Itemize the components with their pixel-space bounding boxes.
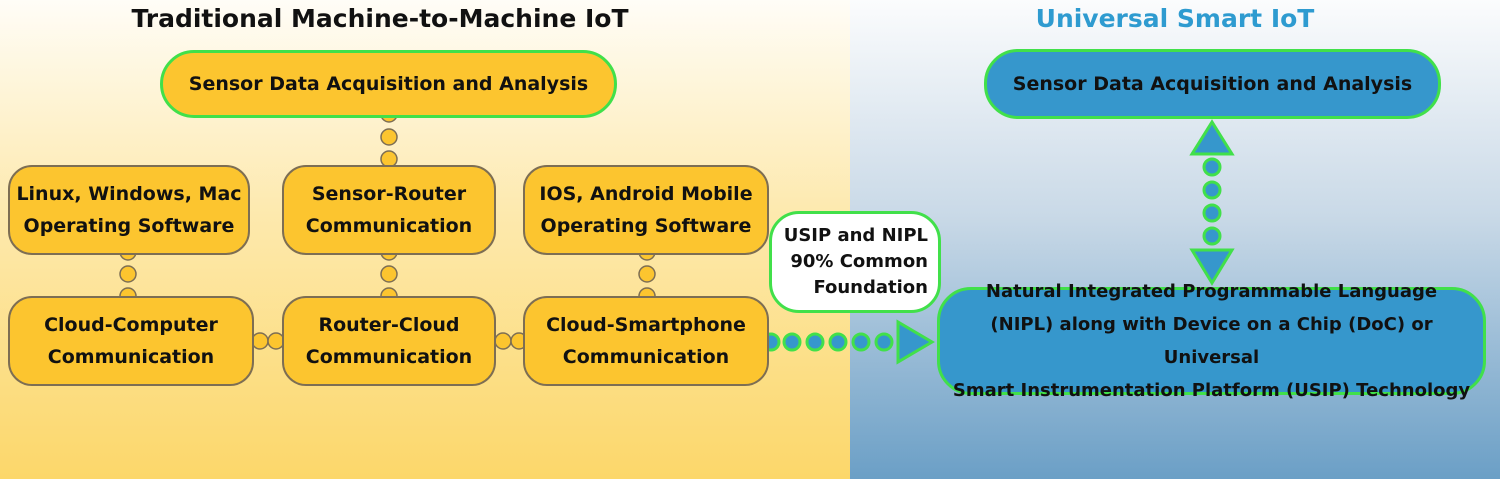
- nipl-usip-box: Natural Integrated Programmable Language…: [937, 281, 1486, 401]
- bridge-dot: [851, 332, 871, 352]
- universal-iot-title: Universal Smart IoT: [1035, 4, 1315, 33]
- vertical-dot: [1202, 180, 1222, 200]
- connector-dot: [380, 265, 398, 283]
- cloud-smartphone-box: Cloud-Smartphone Communication: [523, 296, 769, 386]
- connector-dot: [251, 332, 269, 350]
- bridge-dot: [874, 332, 894, 352]
- vertical-dot: [1202, 157, 1222, 177]
- connector-dot: [638, 265, 656, 283]
- sensor-router-box: Sensor-Router Communication: [282, 165, 496, 255]
- router-cloud-box: Router-Cloud Communication: [282, 296, 496, 386]
- os-software-box: Linux, Windows, Mac Operating Software: [8, 165, 250, 255]
- vertical-dot: [1202, 203, 1222, 223]
- connector-dot: [380, 128, 398, 146]
- bridge-arrowhead: [896, 319, 935, 365]
- traditional-iot-title: Traditional Machine-to-Machine IoT: [131, 4, 629, 33]
- connector-dot: [494, 332, 512, 350]
- bridge-dot: [828, 332, 848, 352]
- bridge-dot: [782, 332, 802, 352]
- cloud-computer-box: Cloud-Computer Communication: [8, 296, 254, 386]
- connector-dot: [119, 265, 137, 283]
- vertical-dot: [1202, 226, 1222, 246]
- mobile-os-box: IOS, Android Mobile Operating Software: [523, 165, 769, 255]
- down-arrowhead: [1189, 248, 1235, 286]
- bridge-dot: [805, 332, 825, 352]
- sensor-data-box-left: Sensor Data Acquisition and Analysis: [160, 50, 617, 118]
- up-arrowhead: [1189, 119, 1235, 156]
- sensor-data-box-right: Sensor Data Acquisition and Analysis: [984, 49, 1441, 119]
- common-foundation-label: USIP and NIPL 90% Common Foundation: [769, 211, 941, 313]
